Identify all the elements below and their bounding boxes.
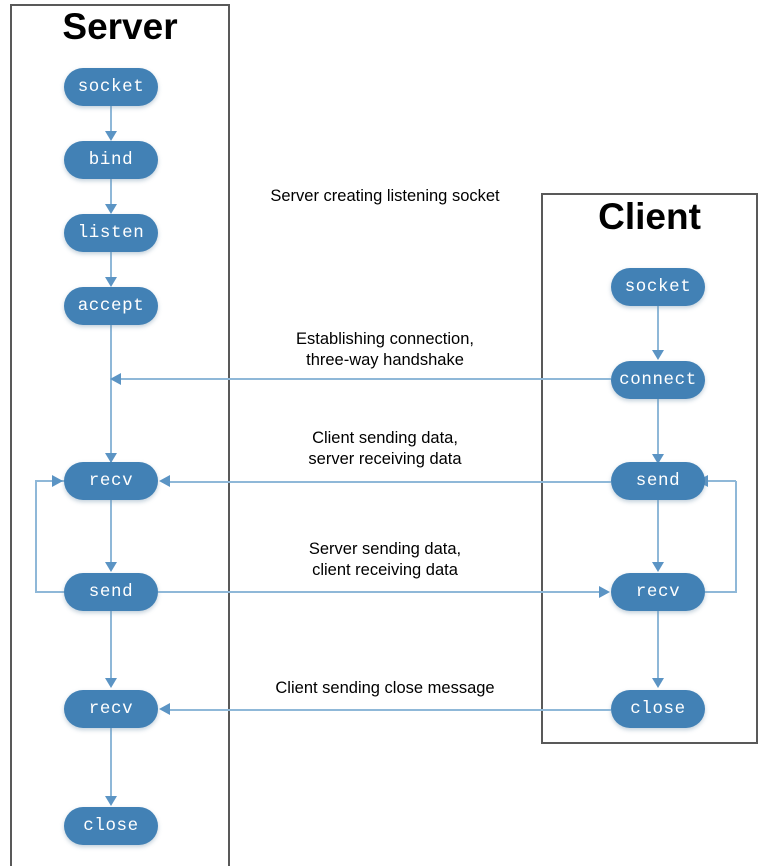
edge-label-handshake: Establishing connection, three-way hands… [296,330,474,369]
server-edge-send-to-recv2 [110,611,112,679]
server-loop-arrowhead [52,475,63,487]
edge-label-client-send: Client sending data, server receiving da… [308,429,462,468]
client-loop-top-segment [707,480,736,482]
server-edge-socket-to-bind [110,105,112,133]
server-edge-recv-to-send [110,500,112,564]
server-edge-bind-to-listen [110,179,112,206]
node-client-connect[interactable]: connect [611,361,705,399]
server-edge-recv2-to-close [110,728,112,798]
edge-handshake-arrowhead [110,373,121,385]
edge-label-close: Client sending close message [275,679,495,697]
edge-label-server-send: Server sending data, client receiving da… [308,540,462,579]
client-loop-right-segment [735,481,737,593]
server-arrowhead-accept [105,277,117,287]
node-server-accept[interactable]: accept [64,287,158,325]
edge-server-send-line [158,591,600,593]
client-loop-bottom-segment [705,591,737,593]
server-arrowhead-close [105,796,117,806]
node-server-listen[interactable]: listen [64,214,158,252]
server-loop-left-segment [35,481,37,593]
client-arrowhead-close [652,678,664,688]
server-arrowhead-recv2 [105,678,117,688]
node-server-socket[interactable]: socket [64,68,158,106]
node-server-send[interactable]: send [64,573,158,611]
client-pane-title: Client [598,196,701,237]
node-client-socket[interactable]: socket [611,268,705,306]
server-pane [10,4,230,866]
server-arrowhead-send [105,562,117,572]
node-client-send[interactable]: send [611,462,705,500]
server-loop-top-segment [35,480,65,482]
edge-close-arrowhead [159,703,170,715]
node-server-close[interactable]: close [64,807,158,845]
node-client-recv[interactable]: recv [611,573,705,611]
node-server-recv-2[interactable]: recv [64,690,158,728]
client-pane [541,193,758,744]
client-edge-socket-to-connect [657,305,659,352]
server-pane-title: Server [62,6,178,47]
server-loop-bottom-segment [35,591,75,593]
client-arrowhead-recv [652,562,664,572]
edge-label-listening: Server creating listening socket [270,187,500,205]
node-server-bind[interactable]: bind [64,141,158,179]
server-edge-listen-to-accept [110,252,112,279]
node-server-recv-1[interactable]: recv [64,462,158,500]
edge-handshake-line [120,378,611,380]
edge-client-send-line [169,481,611,483]
server-arrowhead-recv1 [105,453,117,463]
client-edge-recv-to-close [657,611,659,679]
client-edge-connect-to-send [657,398,659,456]
edge-client-send-arrowhead [159,475,170,487]
server-edge-accept-to-recv [110,325,112,462]
client-edge-send-to-recv [657,500,659,564]
node-client-close[interactable]: close [611,690,705,728]
edge-close-line [169,709,611,711]
server-arrowhead-listen [105,204,117,214]
client-arrowhead-send [652,454,664,464]
client-arrowhead-connect [652,350,664,360]
edge-server-send-arrowhead [599,586,610,598]
server-arrowhead-bind [105,131,117,141]
